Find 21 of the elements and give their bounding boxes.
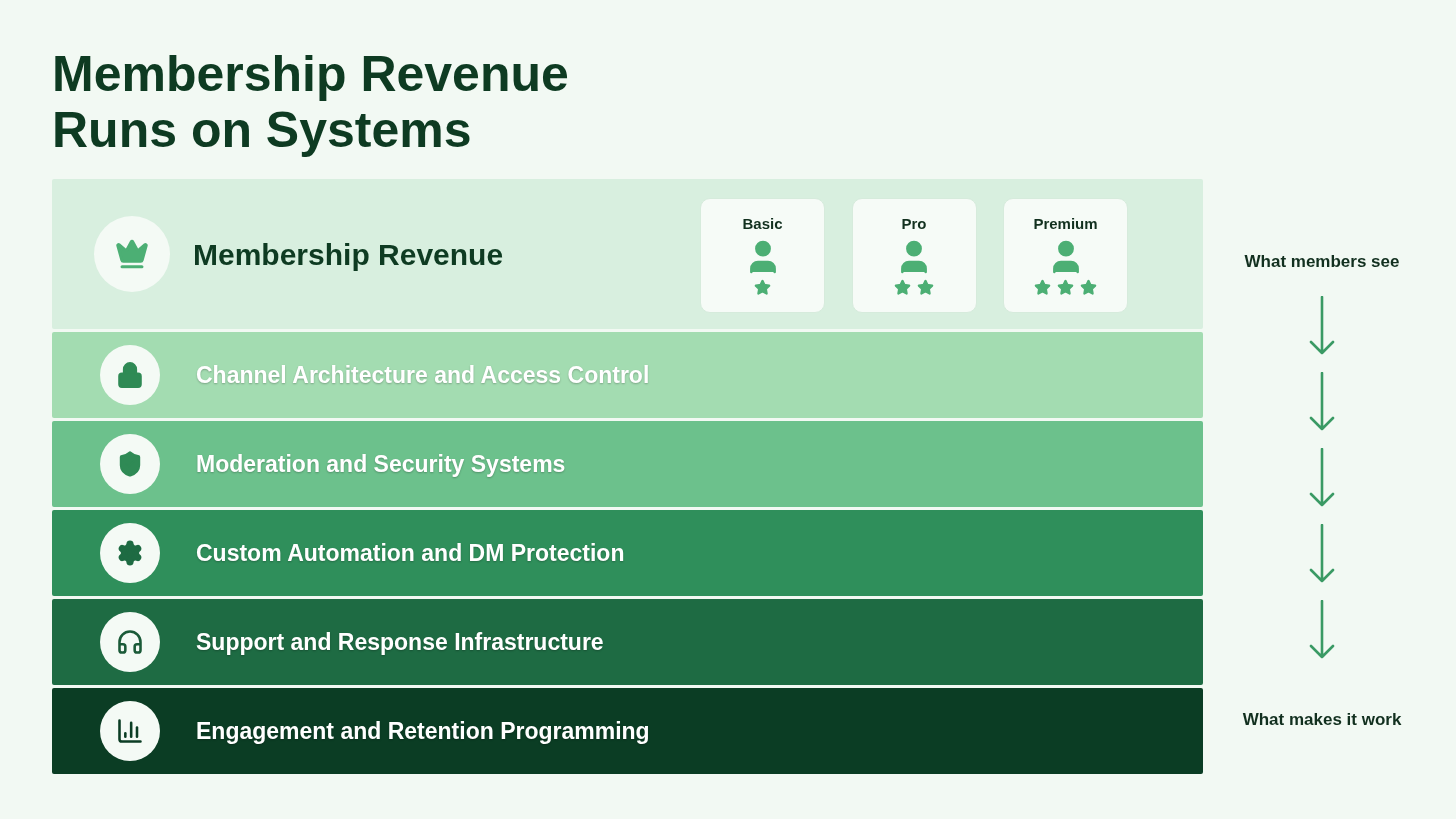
- tier-card: [1003, 198, 1128, 313]
- band-label: Support and Response Infrastructure: [196, 627, 604, 657]
- top-note: What members see: [1243, 251, 1401, 273]
- tier-card: [851, 198, 977, 313]
- title: Membership Revenue Runs on Systems: [52, 46, 570, 158]
- band-label: Custom Automation and DM Protection: [196, 538, 625, 568]
- band-label: Membership Revenue: [193, 236, 504, 273]
- tier-card: [700, 198, 825, 313]
- layer-band: [52, 688, 1203, 774]
- layer-band: [52, 179, 1203, 329]
- bottom-note: What makes it work: [1241, 709, 1403, 731]
- layer-band: [52, 421, 1203, 507]
- tier-name: Basic: [742, 214, 783, 234]
- layer-band: [52, 599, 1203, 685]
- tier-name: Pro: [901, 214, 927, 234]
- tier-name: Premium: [1033, 214, 1098, 234]
- layer-band: [52, 510, 1203, 596]
- band-label: Engagement and Retention Programming: [196, 716, 650, 746]
- band-label: Moderation and Security Systems: [196, 449, 566, 479]
- layer-band: [52, 332, 1203, 418]
- band-label: Channel Architecture and Access Control: [196, 360, 650, 390]
